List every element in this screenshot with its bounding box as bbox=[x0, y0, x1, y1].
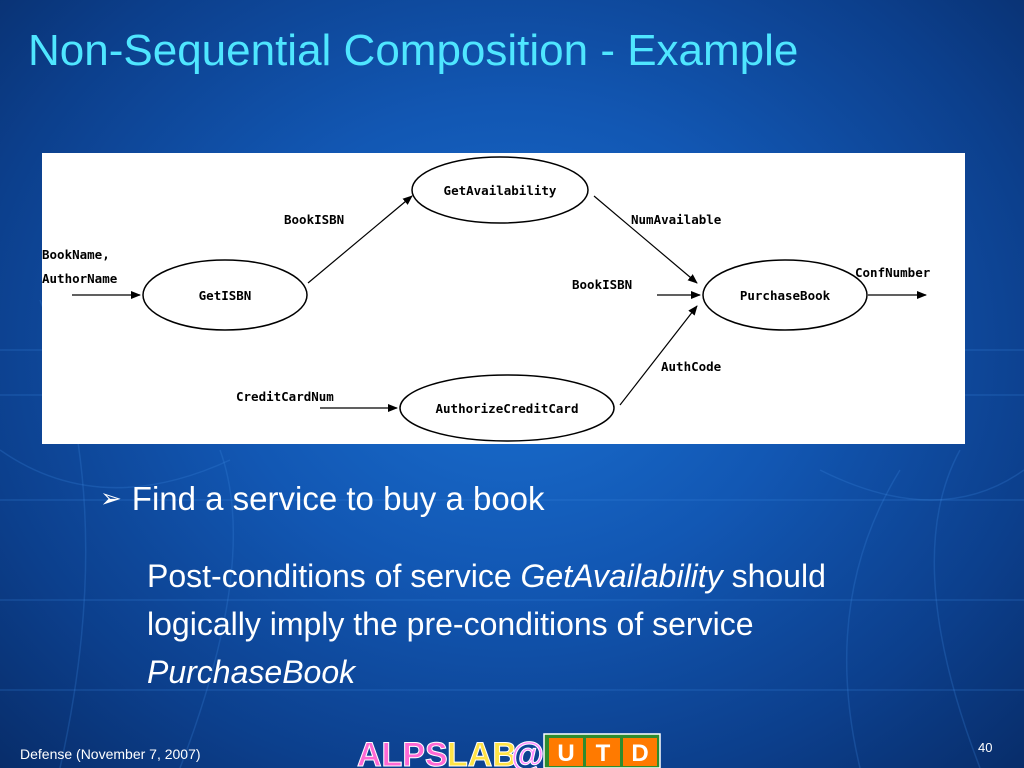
body-emphasis-purchasebook: PurchaseBook bbox=[147, 654, 356, 690]
logo-utd-u: U bbox=[557, 740, 574, 767]
composition-diagram: GetISBN GetAvailability PurchaseBook Aut… bbox=[42, 153, 965, 444]
label-auth-code: AuthCode bbox=[661, 359, 722, 374]
body-paragraph: Post-conditions of service GetAvailabili… bbox=[147, 552, 927, 696]
label-conf-number: ConfNumber bbox=[855, 265, 931, 280]
bullet-arrow-icon: ➢ bbox=[100, 483, 122, 513]
edge-authorize-purchasebook bbox=[619, 305, 698, 406]
node-label-get-availability: GetAvailability bbox=[444, 183, 557, 198]
edge-getavailability-purchasebook bbox=[593, 195, 698, 284]
page-number: 40 bbox=[978, 740, 993, 755]
label-book-isbn-input: BookISBN bbox=[572, 277, 632, 292]
logo-lab-text: LAB bbox=[447, 736, 517, 768]
label-bookname: BookName, bbox=[42, 247, 110, 262]
logo-alps-text: ALPS bbox=[357, 736, 448, 768]
footer-text: Defense (November 7, 2007) bbox=[20, 746, 201, 762]
alps-lab-utd-logo: ALPS LAB @ U T D bbox=[357, 733, 661, 768]
node-get-availability bbox=[411, 156, 589, 224]
node-purchase-book bbox=[702, 259, 868, 331]
bullet-text: Find a service to buy a book bbox=[131, 480, 545, 517]
label-credit-card-num: CreditCardNum bbox=[236, 389, 334, 404]
label-num-available: NumAvailable bbox=[631, 212, 722, 227]
logo-utd-t: T bbox=[596, 740, 611, 767]
body-emphasis-getavailability: GetAvailability bbox=[520, 558, 723, 594]
body-text-1: Post-conditions of service bbox=[147, 558, 521, 594]
node-label-purchase-book: PurchaseBook bbox=[740, 288, 831, 303]
edge-getisbn-getavailability bbox=[307, 195, 413, 284]
logo-at-text: @ bbox=[511, 736, 544, 768]
bullet-item: ➢ Find a service to buy a book bbox=[100, 480, 545, 518]
slide-title: Non-Sequential Composition - Example bbox=[28, 26, 799, 75]
body-text-2: should logically imply the pre-condition… bbox=[147, 558, 826, 642]
node-label-get-isbn: GetISBN bbox=[199, 288, 252, 303]
label-book-isbn-top: BookISBN bbox=[284, 212, 344, 227]
label-authorname: AuthorName bbox=[42, 271, 118, 286]
logo-utd-d: D bbox=[631, 740, 648, 767]
node-label-authorize-credit-card: AuthorizeCreditCard bbox=[436, 401, 579, 416]
node-get-isbn bbox=[142, 259, 308, 331]
node-authorize-credit-card bbox=[399, 374, 615, 442]
